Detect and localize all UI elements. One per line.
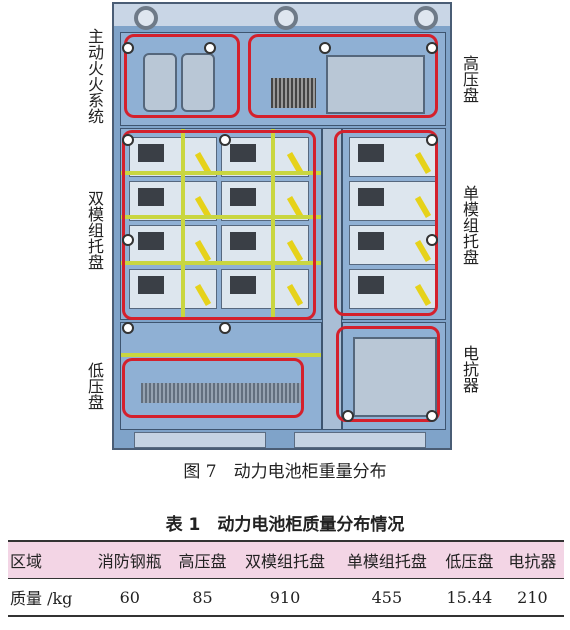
base-slot: [134, 432, 266, 448]
screw-icon: [319, 42, 331, 54]
single-module-compartment: [342, 128, 446, 320]
busbar: [121, 353, 321, 357]
cell-reactor-mass: 210: [517, 587, 548, 607]
screw-icon: [122, 134, 134, 146]
row-label-mass: 质量 /kg: [10, 589, 73, 608]
battery-module: [221, 269, 309, 309]
screw-icon: [122, 42, 134, 54]
battery-cabinet-figure: 主动火火系统 双模组托盘 低压盘 高压盘 单模组托盘 电抗器: [0, 0, 570, 455]
table-row: 质量 /kg 60 85 910 455 15.44 210: [8, 579, 564, 616]
label-high-voltage-panel: 高压盘: [460, 55, 479, 103]
battery-module: [129, 137, 217, 177]
highlight-dual-module: [122, 130, 316, 320]
cell-fire-cylinder-mass: 60: [119, 587, 140, 607]
label-dual-module-tray: 双模组托盘: [85, 190, 104, 270]
busbar: [121, 261, 321, 265]
highlight-reactor: [336, 326, 440, 422]
header-single-module: 单模组托盘: [346, 552, 427, 571]
reactor-compartment: [342, 322, 446, 430]
fire-extinguisher-cylinder: [143, 53, 177, 112]
lifting-ring-icon: [134, 6, 158, 30]
reactor-unit: [353, 337, 437, 417]
battery-module: [129, 225, 217, 265]
lifting-ring-icon: [274, 6, 298, 30]
table-title: 表 1 动力电池柜质量分布情况: [165, 515, 405, 535]
base-slot: [294, 432, 426, 448]
header-low-voltage: 低压盘: [445, 552, 494, 571]
screw-icon: [426, 42, 438, 54]
highlight-single-module: [334, 130, 438, 316]
screw-icon: [219, 322, 231, 334]
label-fire-system: 主动火火系统: [85, 28, 104, 124]
cell-dual-module-mass: 910: [269, 587, 301, 607]
cell-low-voltage-mass: 15.44: [446, 587, 493, 607]
lv-terminal-strip: [141, 383, 301, 403]
busbar: [181, 129, 185, 319]
busbar: [121, 215, 321, 219]
figure-caption: 图 7 动力电池柜重量分布: [183, 462, 387, 482]
cell-single-module-mass: 455: [371, 587, 403, 607]
hv-switchgear: [326, 55, 425, 114]
dual-module-compartment: [120, 128, 322, 320]
mass-distribution-table: 区域 消防钢瓶 高压盘 双模组托盘 单模组托盘 低压盘 电抗器 质量 /kg 6…: [8, 540, 564, 617]
label-reactor: 电抗器: [460, 345, 479, 393]
battery-module: [349, 225, 437, 265]
highlight-high-voltage: [248, 34, 438, 118]
busbar: [121, 171, 321, 175]
screw-icon: [342, 410, 354, 422]
battery-module: [349, 137, 437, 177]
screw-icon: [122, 234, 134, 246]
screw-icon: [426, 234, 438, 246]
battery-module: [129, 181, 217, 221]
low-voltage-compartment: [120, 322, 322, 430]
hv-heatsink: [271, 78, 316, 108]
header-region: 区域: [10, 552, 43, 571]
header-high-voltage: 高压盘: [178, 552, 227, 571]
top-compartment: [120, 32, 446, 126]
battery-module: [221, 181, 309, 221]
single-module-grid: [349, 137, 437, 309]
screw-icon: [426, 134, 438, 146]
battery-module: [349, 181, 437, 221]
battery-module: [129, 269, 217, 309]
header-dual-module: 双模组托盘: [244, 552, 325, 571]
cell-high-voltage-mass: 85: [192, 587, 213, 607]
highlight-low-voltage: [122, 358, 304, 418]
lifting-ring-icon: [414, 6, 438, 30]
header-reactor: 电抗器: [508, 552, 557, 571]
fire-extinguisher-cylinder: [181, 53, 215, 112]
cabinet-drawing: [112, 2, 452, 450]
busbar: [271, 129, 275, 319]
label-single-module-tray: 单模组托盘: [460, 185, 479, 265]
battery-module: [349, 269, 437, 309]
screw-icon: [122, 322, 134, 334]
table-header-row: 区域 消防钢瓶 高压盘 双模组托盘 单模组托盘 低压盘 电抗器: [8, 541, 564, 579]
screw-icon: [426, 410, 438, 422]
highlight-fire-system: [124, 34, 240, 118]
label-low-voltage-panel: 低压盘: [85, 362, 104, 410]
screw-icon: [204, 42, 216, 54]
battery-module: [221, 137, 309, 177]
header-fire-cylinder: 消防钢瓶: [97, 552, 162, 571]
screw-icon: [219, 134, 231, 146]
